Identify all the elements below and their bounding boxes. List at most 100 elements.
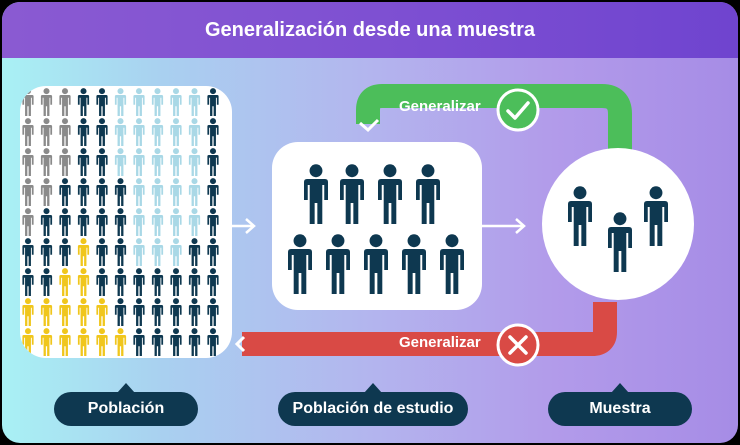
person-icon [96,268,108,296]
person-icon [170,118,182,146]
person-icon [96,208,108,236]
person-icon [114,268,127,296]
person-icon [59,328,71,356]
person-icon [77,328,90,356]
person-icon [402,234,426,294]
person-icon [440,234,464,294]
person-icon [188,238,201,266]
person-icon [188,328,201,356]
person-icon [133,88,145,116]
person-icon [326,234,350,294]
person-icon [568,186,592,246]
arrowhead-bottom [234,335,246,353]
study-population-tag: Población de estudio [278,383,468,426]
person-icon [207,238,219,266]
person-icon [40,208,53,236]
person-icon [170,238,182,266]
person-icon [170,328,182,356]
study-population-label: Población de estudio [292,400,454,417]
check-icon [496,88,540,132]
sample-circle [542,148,694,300]
generalize-arrow-failure [242,302,617,356]
bottom-arrow-label: Generalizar [399,334,481,351]
population-tag: Población [54,383,198,426]
person-icon [96,328,108,356]
person-icon [340,164,364,224]
person-icon [170,298,182,326]
person-icon [133,238,145,266]
title-bar: Generalización desde una muestra [2,2,738,58]
population-box [20,86,232,358]
person-icon [133,178,145,206]
person-icon [378,164,402,224]
person-icon [59,208,71,236]
person-icon [77,88,90,116]
top-arrow-label: Generalizar [399,98,481,115]
person-icon [77,118,90,146]
person-icon [96,88,108,116]
person-icon [151,148,164,176]
person-icon [59,298,71,326]
person-icon [207,118,219,146]
person-icon [40,238,53,266]
person-icon [170,268,182,296]
person-icon [77,148,90,176]
person-icon [416,164,440,224]
person-icon [114,208,127,236]
person-icon [114,328,127,356]
person-icon [77,268,90,296]
person-icon [96,178,108,206]
person-icon [114,148,127,176]
person-icon [22,298,34,326]
person-icon [59,238,71,266]
sample-label: Muestra [589,400,651,417]
person-icon [133,268,145,296]
person-icon [170,88,182,116]
person-icon [40,88,53,116]
person-icon [188,268,201,296]
person-icon [96,238,108,266]
study-population-grid [288,164,464,294]
person-icon [207,148,219,176]
person-icon [151,208,164,236]
person-icon [151,178,164,206]
person-icon [96,148,108,176]
person-icon [22,148,34,176]
person-icon [59,148,71,176]
person-icon [59,178,71,206]
person-icon [188,298,201,326]
person-icon [644,186,668,246]
generalize-arrow-success [356,84,632,150]
person-icon [188,88,201,116]
person-icon [151,238,164,266]
person-icon [114,178,127,206]
person-icon [133,148,145,176]
person-icon [22,268,34,296]
population-grid [22,88,219,356]
person-icon [59,268,71,296]
person-icon [207,328,219,356]
person-icon [77,208,90,236]
person-icon [207,208,219,236]
person-icon [151,328,164,356]
person-icon [170,208,182,236]
arrowhead-top [359,118,380,133]
person-icon [133,118,145,146]
arrow-study-to-sample [482,218,526,234]
person-icon [40,148,53,176]
arrow-population-to-study [228,218,256,234]
person-icon [59,88,71,116]
person-icon [22,178,34,206]
person-icon [151,268,164,296]
diagram-title: Generalización desde una muestra [204,18,536,41]
person-icon [77,298,90,326]
person-icon [188,148,201,176]
person-icon [133,298,145,326]
study-population-box [272,142,482,310]
sample-tag: Muestra [548,383,692,426]
person-icon [114,88,127,116]
person-icon [59,118,71,146]
